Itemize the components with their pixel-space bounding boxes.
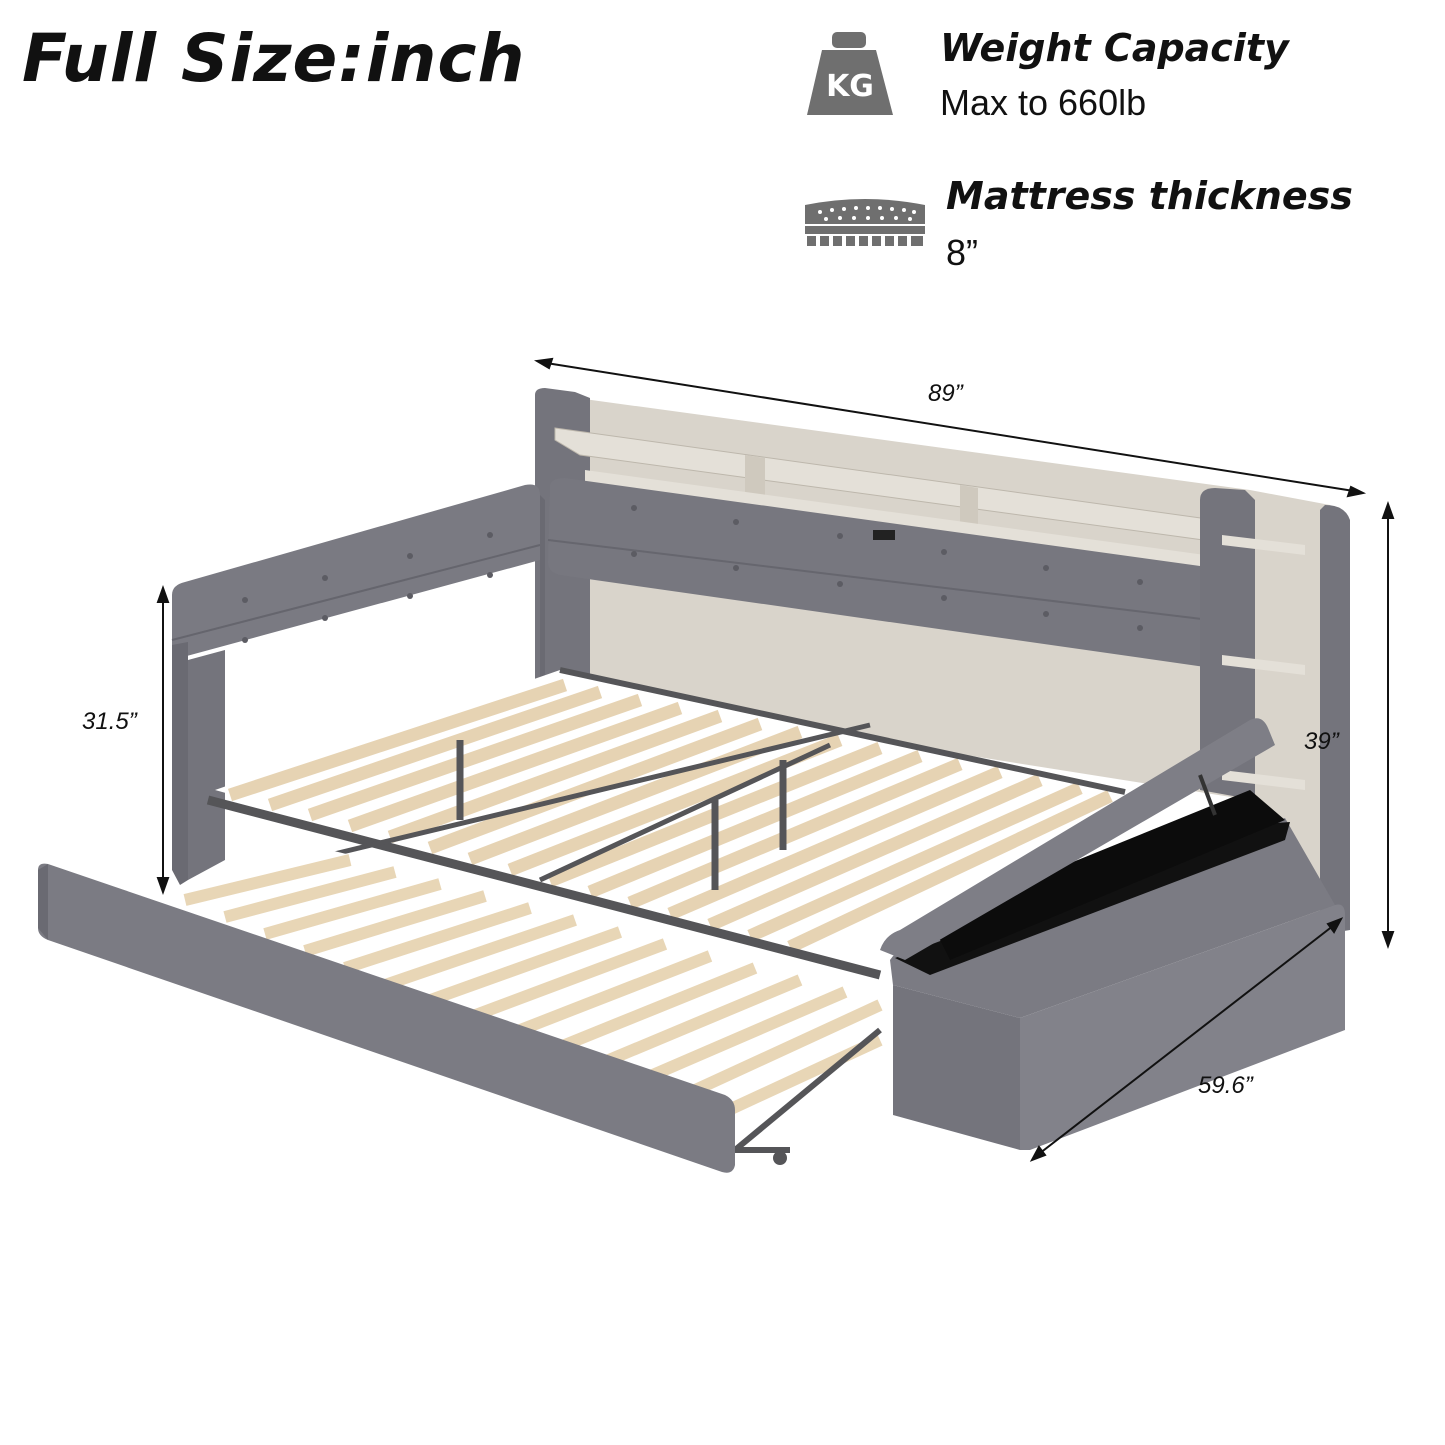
weight-capacity-label: Weight Capacity <box>940 26 1289 70</box>
dimension-arm-height-label: 31.5” <box>82 708 137 735</box>
dimension-length-label: 89” <box>928 380 963 407</box>
weight-capacity-value: Max to 660lb <box>940 82 1147 123</box>
dimension-depth-label: 59.6” <box>1198 1072 1253 1099</box>
mattress-icon <box>805 199 925 246</box>
mattress-thickness-label: Mattress thickness <box>946 174 1353 218</box>
weight-icon-text: KG <box>826 69 874 104</box>
weight-kg-icon: KG <box>807 32 893 115</box>
dimension-lines <box>156 357 1395 1162</box>
mattress-thickness-value: 8” <box>946 232 979 273</box>
dimension-total-height-label: 39” <box>1304 728 1339 755</box>
page-title: Full Size:inch <box>22 20 526 97</box>
daybed-illustration <box>38 388 1350 1173</box>
